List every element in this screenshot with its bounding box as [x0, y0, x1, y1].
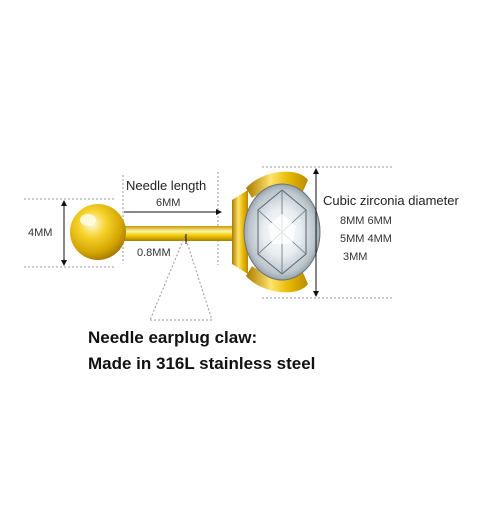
needle-pin [116, 226, 240, 241]
gem-arrow-up-icon [313, 168, 319, 174]
needle-length-label: Needle length [126, 178, 207, 193]
size-row-3: 3MM [343, 251, 368, 263]
ball-highlight [80, 214, 96, 226]
caption-line-1: Needle earplug claw: [88, 328, 258, 347]
gem-table-highlight [268, 214, 296, 244]
arrow-right-icon [216, 209, 222, 215]
needle-length-value: 6MM [156, 197, 181, 209]
needle-gauge-label: 0.8MM [137, 247, 171, 259]
arrow-down-icon [61, 260, 67, 266]
cz-diameter-label: Cubic zirconia diameter [323, 193, 459, 208]
size-row-1: 8MM 6MM [340, 215, 392, 227]
gauge-guide-left [149, 235, 186, 321]
caption-line-2: Made in 316L stainless steel [88, 354, 316, 373]
gauge-guide-right [184, 235, 213, 321]
ball-end [70, 204, 126, 260]
claw-base [232, 190, 248, 274]
arrow-up-icon [61, 200, 67, 206]
ball-size-label: 4MM [28, 227, 53, 239]
size-row-2: 5MM 4MM [340, 233, 392, 245]
gem-arrow-down-icon [313, 291, 319, 297]
